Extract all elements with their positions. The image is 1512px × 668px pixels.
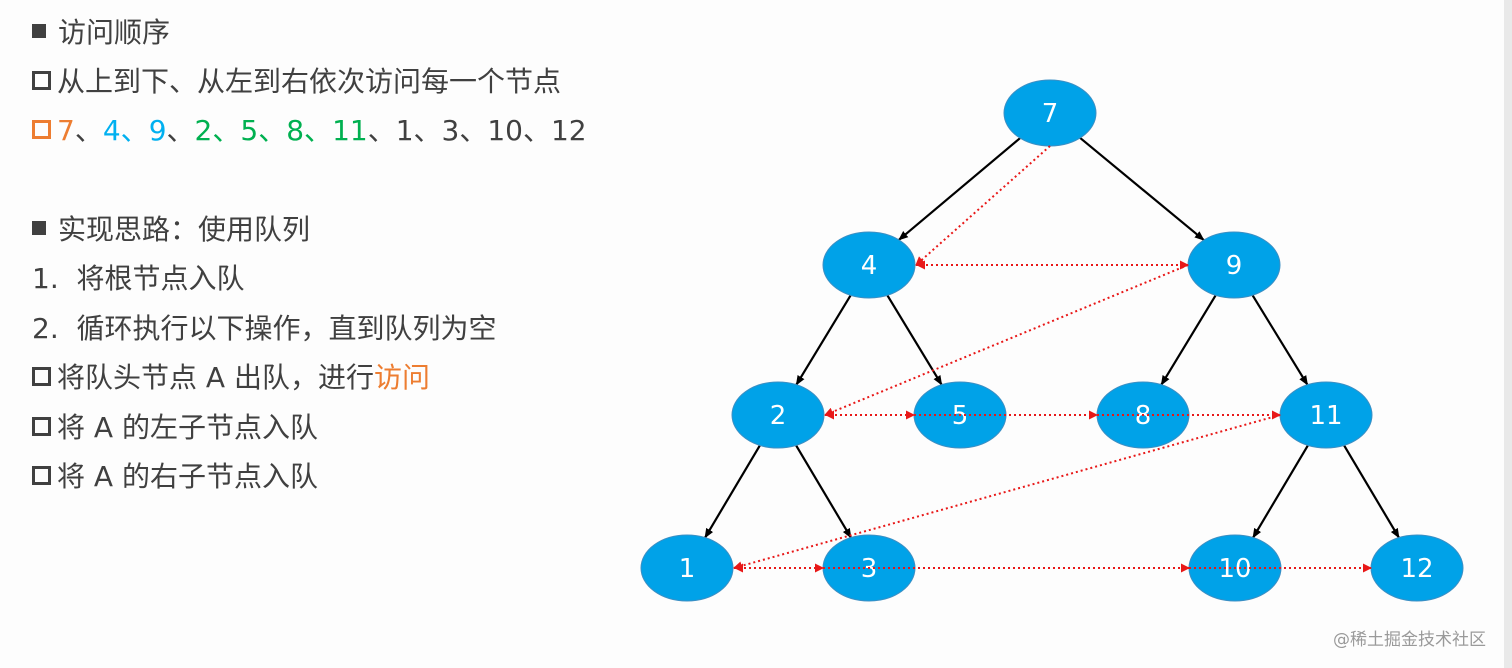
sequence-text: 7、4、9、2、5、8、11、1、3、10、12 [57,114,587,147]
sub-step-dequeue: 将队头节点 A 出队，进行访问 [32,360,430,396]
sequence-part: 、 [74,114,103,147]
hollow-bullet-icon [32,120,51,139]
sequence-part: 、1、3、10、12 [367,114,587,147]
sequence-part: 、 [258,114,287,147]
sequence-part: 、 [166,114,195,147]
tree-edge-n11-n12 [1343,444,1400,539]
traversal-path [733,145,1372,573]
tree-node-label: 4 [861,251,878,281]
watermark: @稀土掘金技术社区 [1333,630,1486,650]
sub-step-dequeue-text: 将队头节点 A 出队，进行 [57,361,374,394]
sequence-part: 、 [304,114,333,147]
tree-edge-n9-n11 [1251,294,1309,386]
sequence-part: 、 [120,114,149,147]
visit-order-sequence: 7、4、9、2、5、8、11、1、3、10、12 [32,113,587,149]
visit-order-heading-text: 访问顺序 [58,16,171,49]
traversal-arrowhead [916,260,925,270]
visit-order-rule: 从上到下、从左到右依次访问每一个节点 [32,64,561,100]
traversal-arrow-7 [733,414,1281,571]
visit-order-rule-text: 从上到下、从左到右依次访问每一个节点 [57,65,562,98]
implementation-heading: 实现思路：使用队列 [32,212,310,248]
tree-node-n9: 9 [1187,231,1281,299]
traversal-arrow-3 [824,264,1189,417]
tree-edges [704,137,1400,539]
tree-node-n11: 11 [1279,381,1373,449]
tree-node-label: 7 [1042,99,1059,129]
tree-edge-n7-n9 [1079,137,1205,241]
tree-edge-n2-n1 [704,444,761,539]
sequence-part: 8 [286,114,305,147]
traversal-arrow-1 [915,145,1051,266]
tree-node-label: 1 [679,554,696,584]
visit-highlight: 访问 [373,361,430,394]
bullet-square-icon [32,24,46,38]
sequence-part: 、 [212,114,241,147]
step-2: 2. 循环执行以下操作，直到队列为空 [32,311,497,347]
tree-edge-n2-n3 [795,444,852,539]
tree-node-n12: 12 [1370,534,1464,602]
tree-edge-n9-n8 [1160,294,1217,386]
step-1: 1. 将根节点入队 [32,261,245,297]
tree-node-n2: 2 [731,381,825,449]
sub-step-right: 将 A 的右子节点入队 [32,459,318,495]
hollow-bullet-icon [32,466,51,485]
traversal-arrowhead [734,563,743,573]
sub-step-left: 将 A 的左子节点入队 [32,410,318,446]
sequence-part: 2 [194,114,213,147]
sub-step-left-text: 将 A 的左子节点入队 [57,411,318,444]
hollow-bullet-icon [32,71,51,90]
tree-node-n7: 7 [1003,79,1097,147]
tree-node-label: 9 [1226,251,1243,281]
traversal-arrowhead [825,410,834,420]
tree-edge-n11-n10 [1252,444,1309,539]
tree-node-n4: 4 [822,231,916,299]
tree-node-ellipse [640,534,734,602]
tree-node-label: 11 [1309,401,1342,431]
sequence-part: 4 [102,114,121,147]
tree-edge-n4-n5 [886,294,943,386]
tree-node-label: 2 [770,401,787,431]
sequence-part: 11 [332,114,368,147]
tree-edge-n4-n2 [795,294,852,386]
tree-edge-n7-n4 [898,137,1021,241]
sequence-part: 7 [57,114,75,147]
step-1-text: 1. 将根节点入队 [32,262,245,295]
visit-order-heading: 访问顺序 [32,15,170,51]
implementation-heading-text: 实现思路：使用队列 [58,213,311,246]
sub-step-right-text: 将 A 的右子节点入队 [57,460,318,493]
hollow-bullet-icon [32,417,51,436]
tree-node-ellipse [822,231,916,299]
hollow-bullet-icon [32,367,51,386]
tree-node-label: 12 [1400,554,1433,584]
step-2-text: 2. 循环执行以下操作，直到队列为空 [32,312,497,345]
tree-node-n1: 1 [640,534,734,602]
sequence-part: 5 [240,114,259,147]
bullet-square-icon [32,221,46,235]
sequence-part: 9 [148,114,167,147]
tree-node-ellipse [731,381,825,449]
